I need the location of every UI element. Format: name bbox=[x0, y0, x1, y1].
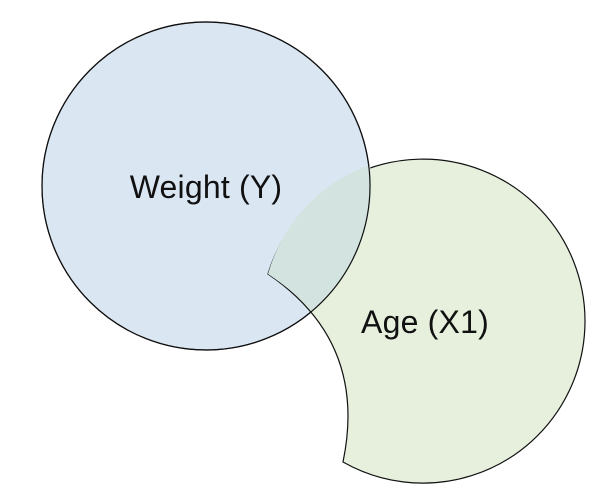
weight-label: Weight (Y) bbox=[130, 169, 283, 205]
overlap-region bbox=[268, 165, 372, 311]
age-label: Age (X1) bbox=[361, 304, 489, 340]
weight-circle-outline bbox=[41, 21, 371, 351]
